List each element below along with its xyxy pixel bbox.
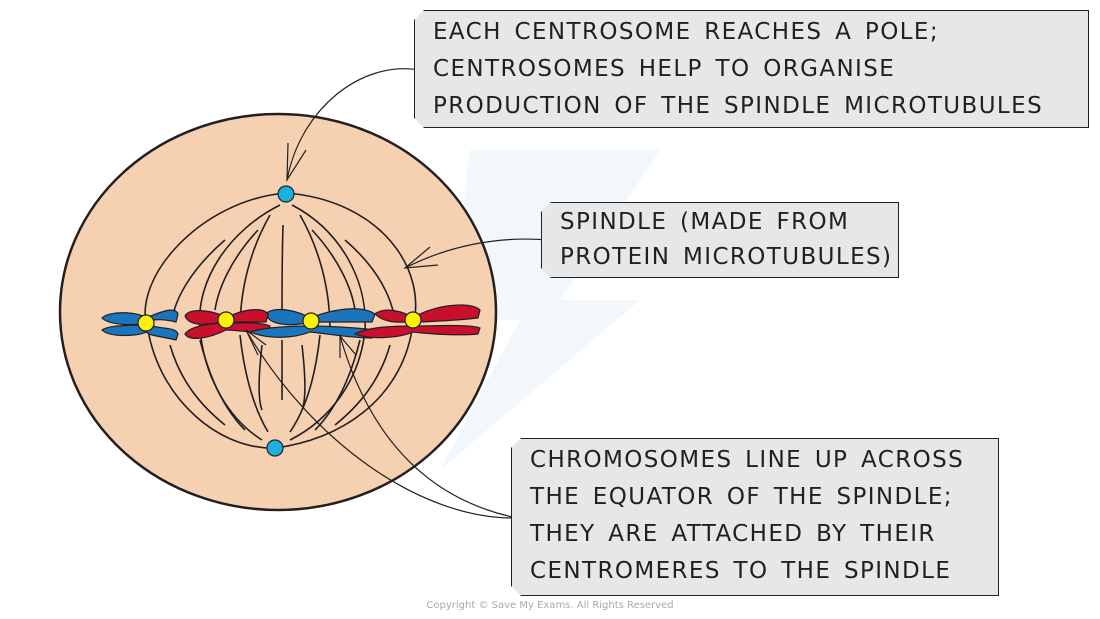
label-text: THE EQUATOR OF THE SPINDLE; — [530, 484, 953, 510]
spindle-label-box: SPINDLE (MADE FROM PROTEIN MICROTUBULES) — [541, 202, 899, 278]
label-text: PROTEIN MICROTUBULES) — [560, 244, 893, 270]
centromere — [302, 312, 320, 330]
label-text: EACH CENTROSOME REACHES A POLE; — [433, 19, 940, 45]
centromere — [404, 311, 422, 329]
chromosome-arrowhead-2 — [339, 334, 357, 358]
chromosome-leader-1 — [245, 329, 518, 519]
label-text: CENTROSOMES HELP TO ORGANISE — [433, 56, 896, 82]
spindle-leader — [404, 238, 549, 269]
chromatid — [353, 324, 481, 339]
centrosome-label-box: EACH CENTROSOME REACHES A POLE; CENTROSO… — [414, 10, 1089, 128]
label-text: CENTROMERES TO THE SPINDLE — [530, 558, 952, 584]
centrosome-leader — [286, 68, 421, 181]
copyright-notice: Copyright © Save My Exams. All Rights Re… — [426, 600, 674, 611]
chromosome-arrowhead-1 — [245, 329, 267, 356]
centromeres — [137, 311, 422, 332]
centromere — [217, 311, 235, 329]
centrosome-arrowhead — [286, 142, 307, 183]
centrosome-bottom — [266, 439, 284, 457]
centrosome-top — [277, 185, 295, 203]
label-text: PRODUCTION OF THE SPINDLE MICROTUBULES — [433, 93, 1044, 119]
chromosome-leader-2 — [339, 335, 518, 519]
label-text: SPINDLE (MADE FROM — [560, 209, 850, 235]
chromosomes-label-box: CHROMOSOMES LINE UP ACROSS THE EQUATOR O… — [511, 438, 999, 596]
label-text: CHROMOSOMES LINE UP ACROSS — [530, 447, 965, 473]
spindle-arrowhead — [403, 246, 439, 269]
centromere — [137, 314, 155, 332]
chromatid — [101, 323, 179, 341]
chromatid — [374, 304, 481, 323]
label-text: THEY ARE ATTACHED BY THEIR — [530, 521, 936, 547]
spindle-fibres — [144, 192, 417, 449]
chromatid — [267, 308, 376, 326]
